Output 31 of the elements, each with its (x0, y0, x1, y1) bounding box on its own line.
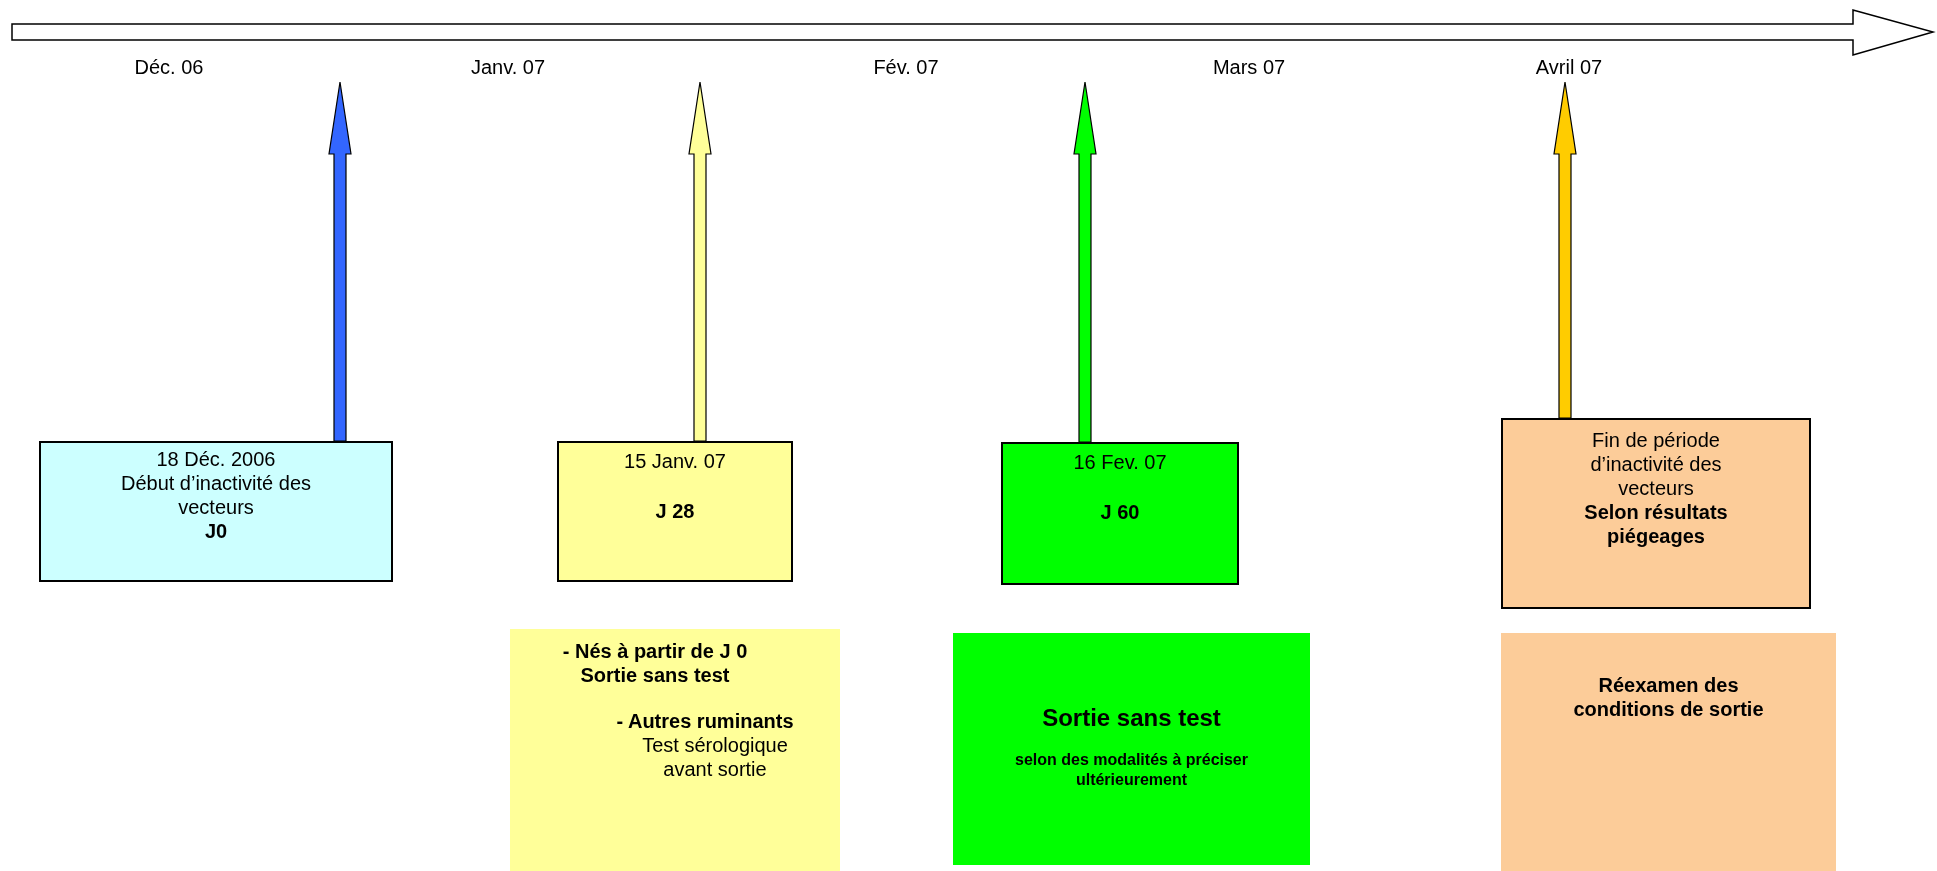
note-box (953, 633, 1310, 865)
block-arrow (688, 81, 712, 442)
box-text: Sortie sans test (1042, 703, 1221, 732)
box-text: 18 Déc. 2006 (156, 447, 276, 471)
box-text: - Autres ruminants (616, 709, 794, 733)
box-text: selon des modalités à préciser ultérieurement (1014, 750, 1249, 790)
event-box (39, 441, 393, 582)
box-text: Fin de période d’inactivité des vecteurs (1589, 428, 1723, 500)
box-text: Début d’inactivité des vecteurs (119, 471, 313, 519)
month-label: Mars 07 (1212, 55, 1286, 79)
box-text: - Nés à partir de J 0 Sortie sans test (561, 639, 749, 687)
box-text: J 28 (655, 499, 695, 523)
block-arrow (1553, 81, 1577, 419)
note-box (1501, 633, 1836, 871)
block-arrow (1073, 81, 1097, 443)
month-label: Déc. 06 (134, 55, 204, 79)
month-label: Fév. 07 (873, 55, 939, 79)
event-box (1001, 442, 1239, 585)
block-arrow (328, 81, 352, 442)
box-text: Selon résultats piégeages (1583, 500, 1729, 548)
month-label: Avril 07 (1535, 55, 1603, 79)
box-text: J0 (204, 519, 228, 543)
box-text: Test sérologique avant sortie (641, 733, 789, 781)
event-box (1501, 418, 1811, 609)
box-text: J 60 (1100, 500, 1140, 524)
box-text: Réexamen des conditions de sortie (1572, 673, 1765, 721)
box-text: 15 Janv. 07 (624, 449, 726, 473)
month-label: Janv. 07 (470, 55, 546, 79)
event-box (557, 441, 793, 582)
box-text: 16 Fev. 07 (1073, 450, 1167, 474)
note-box (510, 629, 840, 871)
